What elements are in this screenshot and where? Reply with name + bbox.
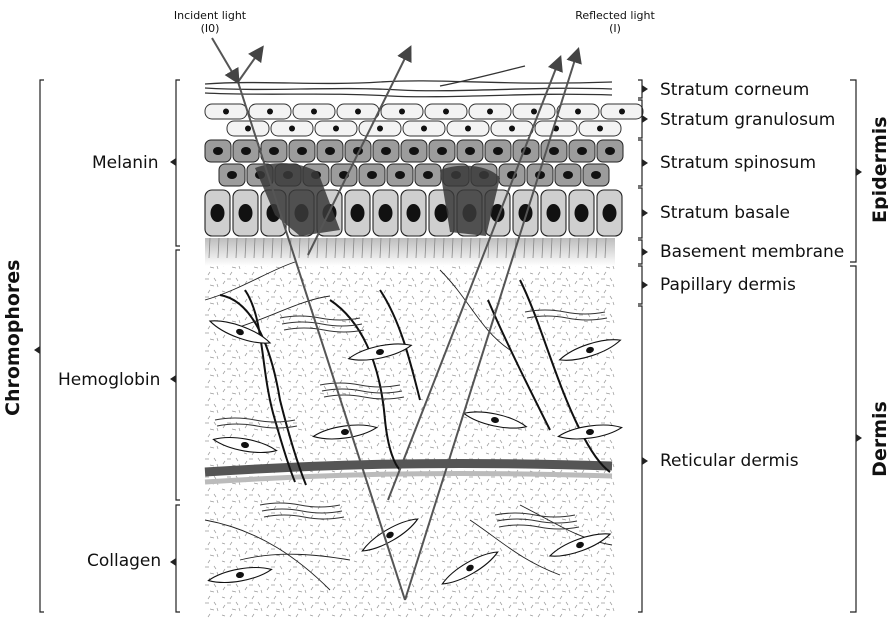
cell-nucleus — [211, 204, 225, 222]
cell-nucleus — [333, 126, 339, 132]
cell-nucleus — [437, 147, 447, 155]
cell-nucleus — [465, 126, 471, 132]
cell-nucleus — [591, 171, 601, 179]
stratum-granulosum-layer — [205, 104, 643, 136]
cell-nucleus — [213, 147, 223, 155]
dermis-background — [205, 248, 615, 619]
layer-stratum-spinosum: Stratum spinosum — [660, 155, 816, 172]
cell-nucleus — [395, 171, 405, 179]
cell-nucleus — [577, 147, 587, 155]
cell-nucleus — [493, 147, 503, 155]
group-epidermis: Epidermis — [869, 123, 888, 223]
cell-nucleus — [381, 147, 391, 155]
cell-nucleus — [563, 171, 573, 179]
layer-stratum-granulosum: Stratum granulosum — [660, 112, 835, 129]
cell-nucleus — [351, 204, 365, 222]
cell-nucleus — [407, 204, 421, 222]
cell-nucleus — [297, 147, 307, 155]
group-dermis: Dermis — [869, 389, 888, 489]
layer-basement-membrane: Basement membrane — [660, 244, 844, 261]
chromophore-collagen-label: Collagen — [87, 553, 161, 570]
cell-nucleus — [619, 109, 625, 115]
cell-nucleus — [355, 109, 361, 115]
layer-stratum-corneum: Stratum corneum — [660, 82, 809, 99]
cell-nucleus — [487, 109, 493, 115]
cell-nucleus — [597, 126, 603, 132]
cell-nucleus — [421, 126, 427, 132]
cell-nucleus — [223, 109, 229, 115]
cell-nucleus — [443, 109, 449, 115]
layer-papillary-dermis: Papillary dermis — [660, 277, 796, 294]
cell-nucleus — [379, 204, 393, 222]
cell-nucleus — [377, 126, 383, 132]
cell-nucleus — [239, 204, 253, 222]
cell-nucleus — [269, 147, 279, 155]
cell-nucleus — [399, 109, 405, 115]
cell-nucleus — [409, 147, 419, 155]
cell-nucleus — [245, 126, 251, 132]
cell-nucleus — [531, 109, 537, 115]
cell-nucleus — [605, 147, 615, 155]
cell-nucleus — [509, 126, 515, 132]
cell-nucleus — [549, 147, 559, 155]
cell-nucleus — [325, 147, 335, 155]
cell-nucleus — [423, 171, 433, 179]
cell-nucleus — [241, 147, 251, 155]
cell-nucleus — [547, 204, 561, 222]
cell-nucleus — [367, 171, 377, 179]
cell-nucleus — [603, 204, 617, 222]
layer-stratum-basale: Stratum basale — [660, 205, 790, 222]
incident-arrow — [212, 38, 238, 82]
cell-nucleus — [227, 171, 237, 179]
layer-reticular-dermis: Reticular dermis — [660, 453, 799, 470]
cell-nucleus — [575, 109, 581, 115]
reflected-ray-4 — [238, 48, 262, 82]
cell-nucleus — [289, 126, 295, 132]
cell-nucleus — [311, 109, 317, 115]
chromophore-pointers — [34, 158, 176, 566]
cell-nucleus — [267, 109, 273, 115]
reflected-light-label: Reflected light (I) — [565, 10, 665, 35]
chromophore-melanin-label: Melanin — [92, 155, 159, 172]
chromophores-title: Chromophores — [2, 286, 24, 416]
cell-nucleus — [465, 147, 475, 155]
basement-membrane-band — [205, 238, 615, 266]
chromophore-hemoglobin-label: Hemoglobin — [58, 372, 160, 389]
incident-light-label: Incident light (I0) — [165, 10, 255, 35]
cell-nucleus — [575, 204, 589, 222]
